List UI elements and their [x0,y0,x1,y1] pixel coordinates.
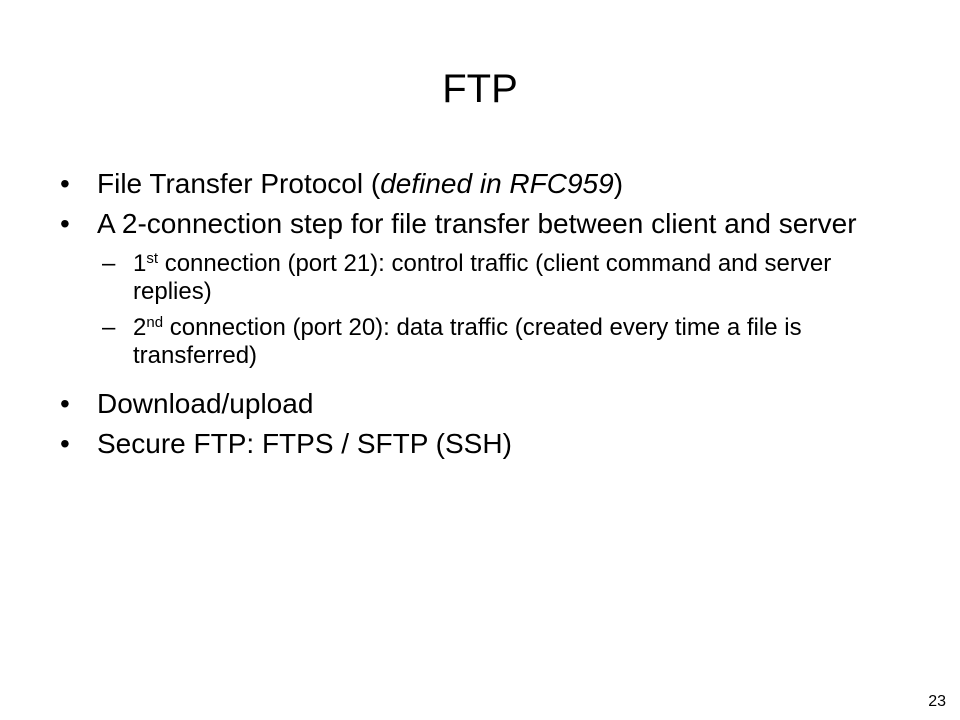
bullet-text: Secure FTP: FTPS / SFTP (SSH) [97,428,512,459]
bullet-marker: • [60,388,70,419]
bullet-item: • Download/upload [60,388,880,420]
sub-bullet-marker: – [102,250,116,277]
bullet-text: A 2-connection step for file transfer be… [97,208,857,239]
ordinal-number: 2 [133,314,147,341]
slide-title: FTP [442,67,518,111]
bullet-text: Download/upload [97,388,314,419]
sub-bullet-marker: – [102,314,116,341]
ordinal-suffix: st [146,250,159,267]
bullet-text: File Transfer Protocol ( [97,168,381,199]
bullet-item: • File Transfer Protocol (defined in RFC9… [60,168,880,200]
bullet-marker: • [60,168,70,199]
sub-bullet-item: –1st connection (port 21): control traff… [97,250,873,306]
bullet-marker: • [60,208,70,239]
ordinal-suffix: nd [146,314,164,331]
bullet-item: • A 2-connection step for file transfer b… [60,208,880,370]
sub-bullet-text: connection (port 20): data traffic (crea… [133,314,802,369]
bullet-marker: • [60,428,70,459]
page-number: 23 [928,693,946,710]
sub-bullet-text: connection (port 21): control traffic (c… [133,250,832,305]
sub-bullet-list: –1st connection (port 21): control traff… [97,250,880,370]
bullet-text-italic: defined in RFC959 [380,168,614,199]
sub-bullet-item: –2nd connection (port 20): data traffic … [97,314,873,370]
bullet-item: • Secure FTP: FTPS / SFTP (SSH) [60,428,880,460]
bullet-list: • File Transfer Protocol (defined in RFC9… [60,168,880,468]
ordinal-number: 1 [133,250,147,277]
bullet-text-end: ) [613,168,624,199]
